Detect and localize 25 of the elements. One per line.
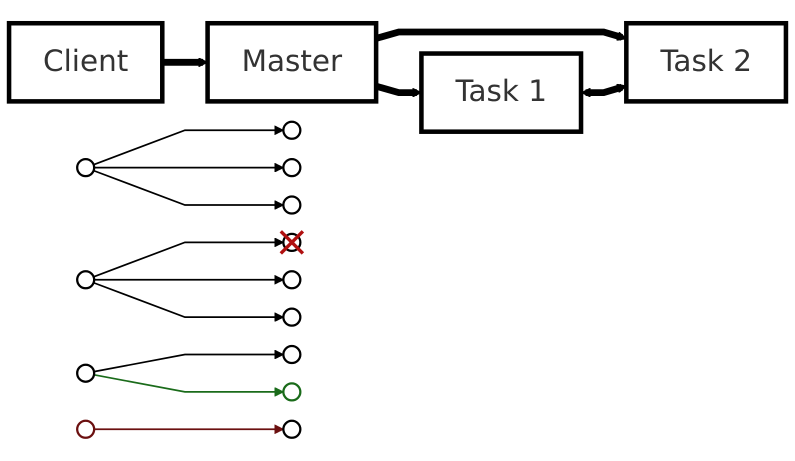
node-box: Client bbox=[6, 20, 165, 104]
arrow bbox=[94, 162, 284, 173]
arrow bbox=[93, 125, 284, 166]
node-circle bbox=[282, 308, 302, 327]
arrow bbox=[94, 350, 284, 372]
arrow bbox=[94, 374, 284, 397]
arrow bbox=[94, 424, 284, 434]
node-circle bbox=[76, 270, 96, 290]
node-circle bbox=[282, 270, 302, 290]
arrow bbox=[93, 282, 284, 322]
arrow bbox=[93, 237, 284, 278]
node-box: Master bbox=[205, 20, 378, 104]
node-circle bbox=[282, 120, 302, 140]
arrow bbox=[93, 170, 284, 210]
node-circle bbox=[282, 195, 302, 215]
node-circle bbox=[76, 420, 96, 439]
node-circle bbox=[282, 382, 302, 402]
node-circle bbox=[282, 420, 302, 439]
node-box: Task 1 bbox=[419, 51, 584, 134]
node-circle bbox=[76, 158, 96, 178]
node-circle bbox=[76, 364, 96, 383]
node-box: Task 2 bbox=[624, 20, 788, 104]
arrow bbox=[94, 274, 284, 285]
node-circle bbox=[282, 158, 302, 178]
node-circle bbox=[282, 344, 302, 364]
